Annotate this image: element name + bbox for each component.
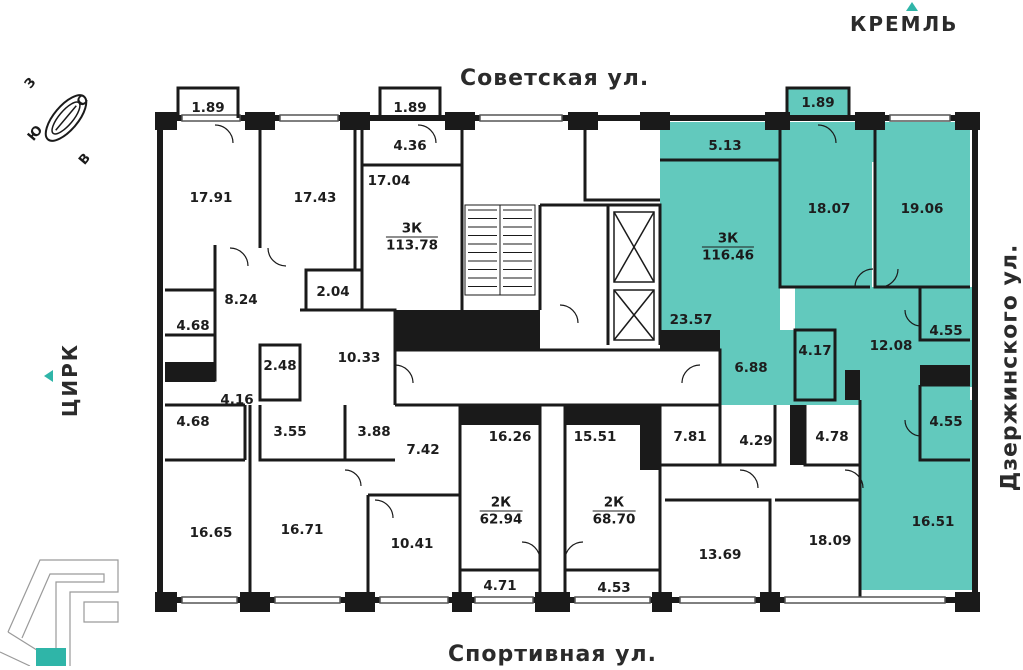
- landmark-top-label: КРЕМЛЬ: [850, 12, 959, 36]
- apartment-label-3k-116: 3К 116.46: [701, 230, 755, 264]
- room-area: 3.55: [273, 424, 307, 440]
- room-area: 1.89: [191, 100, 225, 116]
- room-area: 4.29: [739, 433, 773, 449]
- room-area: 4.71: [483, 578, 517, 594]
- street-north: Советская ул.: [460, 66, 650, 91]
- room-area: 16.65: [189, 525, 233, 541]
- room-area: 1.89: [393, 100, 427, 116]
- room-area: 1.89: [801, 95, 835, 111]
- room-area: 5.13: [708, 138, 742, 154]
- doors: [214, 124, 922, 561]
- room-area: 13.69: [698, 547, 742, 563]
- room-area: 12.08: [869, 338, 913, 354]
- compass-icon: [44, 94, 88, 142]
- landmark-marker-icon: [906, 2, 918, 11]
- room-area: 4.55: [929, 414, 963, 430]
- room-area: 17.04: [367, 173, 411, 189]
- highlighted-apartment: [660, 88, 972, 590]
- room-area: 17.43: [293, 190, 337, 206]
- room-area: 17.91: [189, 190, 233, 206]
- apartment-type: 3К: [401, 220, 423, 237]
- room-area: 8.24: [224, 292, 258, 308]
- room-area: 4.55: [929, 323, 963, 339]
- apartment-type: 3К: [717, 230, 739, 247]
- apartment-area: 113.78: [385, 236, 439, 254]
- elevators: [613, 211, 655, 341]
- room-area: 4.78: [815, 429, 849, 445]
- room-area: 6.88: [734, 360, 768, 376]
- room-area: 2.04: [316, 284, 350, 300]
- room-area: 10.41: [390, 536, 434, 552]
- room-area: 2.48: [263, 358, 297, 374]
- room-area: 4.17: [798, 343, 832, 359]
- apartment-type: 2К: [603, 494, 625, 511]
- room-area: 16.26: [488, 429, 532, 445]
- compass: З С Ю В: [18, 72, 108, 172]
- room-area: 18.07: [807, 201, 851, 217]
- apartment-label-2k-62: 2К 62.94: [479, 494, 523, 528]
- apartment-area: 116.46: [701, 246, 755, 264]
- windows: [181, 114, 951, 604]
- room-area: 4.68: [176, 318, 210, 334]
- location-minimap: [0, 552, 120, 667]
- room-area: 10.33: [337, 350, 381, 366]
- room-area: 4.68: [176, 414, 210, 430]
- street-south: Спортивная ул.: [448, 642, 657, 667]
- room-area: 3.88: [357, 424, 391, 440]
- room-area: 7.81: [673, 429, 707, 445]
- apartment-label-2k-68: 2К 68.70: [592, 494, 636, 528]
- room-area: 4.53: [597, 580, 631, 596]
- room-area: 18.09: [808, 533, 852, 549]
- landmark-left-marker-icon: [44, 370, 53, 382]
- room-area: 4.36: [393, 138, 427, 154]
- balconies: [176, 86, 851, 118]
- room-area: 7.42: [406, 442, 440, 458]
- apartment-label-3k-113: 3К 113.78: [385, 220, 439, 254]
- room-area: 19.06: [900, 201, 944, 217]
- apartment-area: 62.94: [479, 510, 523, 528]
- room-area: 16.51: [911, 514, 955, 530]
- staircase: [464, 204, 536, 296]
- apartment-area: 68.70: [592, 510, 636, 528]
- location-minimap-icon: [0, 559, 119, 667]
- room-area: 15.51: [573, 429, 617, 445]
- wall-blocks: [155, 112, 980, 612]
- apartment-type: 2К: [490, 494, 512, 511]
- room-area: 23.57: [669, 312, 713, 328]
- room-area: 16.71: [280, 522, 324, 538]
- room-area: 4.16: [220, 392, 254, 408]
